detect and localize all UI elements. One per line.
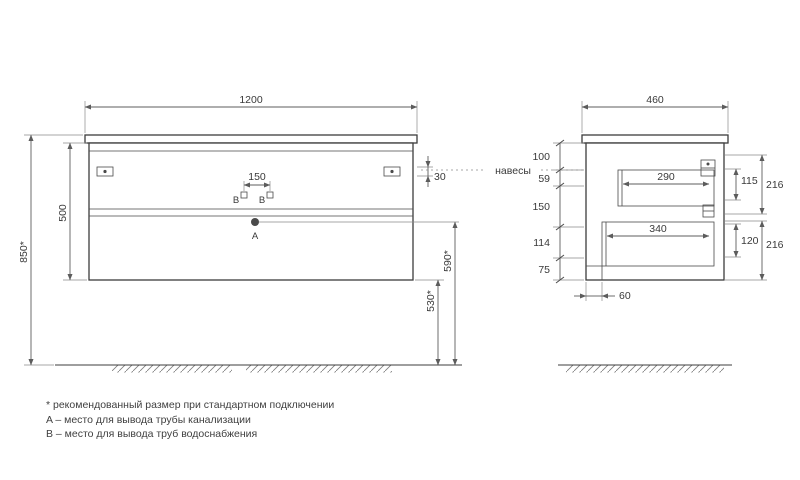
footnote-point-b: B – место для вывода труб водоснабжения (46, 428, 257, 440)
chain-label-75: 75 (538, 264, 550, 276)
footnote-point-a: A – место для вывода трубы канализации (46, 414, 251, 426)
dim-top-section: 216 (725, 154, 784, 215)
dim-outlet-height: 590* (259, 221, 459, 366)
point-b-left-marker (240, 191, 248, 199)
point-a-label: A (252, 231, 259, 242)
front-hanger-right-icon (383, 166, 401, 177)
dim-bottom-section: 216 (725, 220, 784, 281)
chain-label-150: 150 (532, 201, 550, 213)
dim-top-drawer-depth: 290 (622, 171, 710, 187)
footnote-size: * рекомендованный размер при стандартном… (46, 399, 334, 411)
bottom-section-label: 216 (766, 239, 784, 251)
point-b-left-label: B (233, 195, 239, 206)
dim-front-height: 500 (57, 142, 87, 281)
side-hanger-icon (700, 159, 716, 177)
bottom-height-label: 530* (425, 290, 437, 312)
front-countertop (84, 134, 418, 144)
top-section-label: 216 (766, 179, 784, 191)
front-drawer-lines (89, 150, 413, 217)
dim-mount-height: 850* (18, 134, 83, 366)
dim-bottom-height: 530* (415, 279, 444, 366)
front-cabinet-body (88, 142, 414, 281)
ground-side (558, 364, 732, 373)
dim-hanger-offset: 30 (417, 156, 446, 187)
outlet-height-label: 590* (442, 250, 454, 272)
side-depth-label: 460 (646, 94, 664, 106)
dim-plinth-recess: 60 (574, 282, 631, 302)
top-drawer-front-label: 115 (741, 175, 758, 187)
dim-bottom-drawer-depth: 340 (606, 223, 710, 239)
chain-label-100: 100 (532, 151, 550, 163)
side-plinth-recess (586, 265, 603, 280)
side-bottom-drawer (601, 221, 715, 267)
hanger-offset-label: 30 (434, 171, 446, 183)
dim-outlet-spacing: 150 (243, 171, 271, 191)
point-a-marker (251, 218, 259, 226)
chain-label-114: 114 (533, 237, 550, 249)
front-height-label: 500 (57, 204, 69, 222)
footnotes: * рекомендованный размер при стандартном… (46, 399, 334, 440)
side-top-drawer (617, 169, 715, 207)
chain-label-59: 59 (538, 173, 550, 185)
point-b-right-label: B (259, 195, 265, 206)
bottom-drawer-depth-label: 340 (649, 223, 667, 235)
side-view (581, 134, 729, 281)
ground-front (55, 364, 462, 373)
front-hanger-left-icon (96, 166, 114, 177)
front-view: B B A (84, 134, 418, 281)
dim-top-drawer-front: 115 (725, 168, 758, 201)
dim-front-width: 1200 (84, 94, 418, 133)
ground-hatch (246, 365, 392, 373)
mount-height-label: 850* (18, 241, 30, 263)
front-width-label: 1200 (239, 94, 263, 106)
top-drawer-depth-label: 290 (657, 171, 675, 183)
plinth-recess-label: 60 (619, 290, 631, 302)
ground-hatch (566, 365, 724, 373)
point-b-right-marker (266, 191, 274, 199)
side-lower-bracket-icon (702, 204, 715, 218)
dim-side-depth: 460 (581, 94, 729, 133)
side-countertop (581, 134, 729, 144)
hangers-label: навесы (495, 165, 531, 177)
outlet-spacing-label: 150 (248, 171, 266, 183)
dim-bottom-drawer-front: 120 (725, 223, 759, 258)
bottom-drawer-front-label: 120 (741, 235, 759, 247)
ground-hatch (112, 365, 232, 373)
dim-side-chain: 100 59 150 114 75 (532, 139, 584, 284)
